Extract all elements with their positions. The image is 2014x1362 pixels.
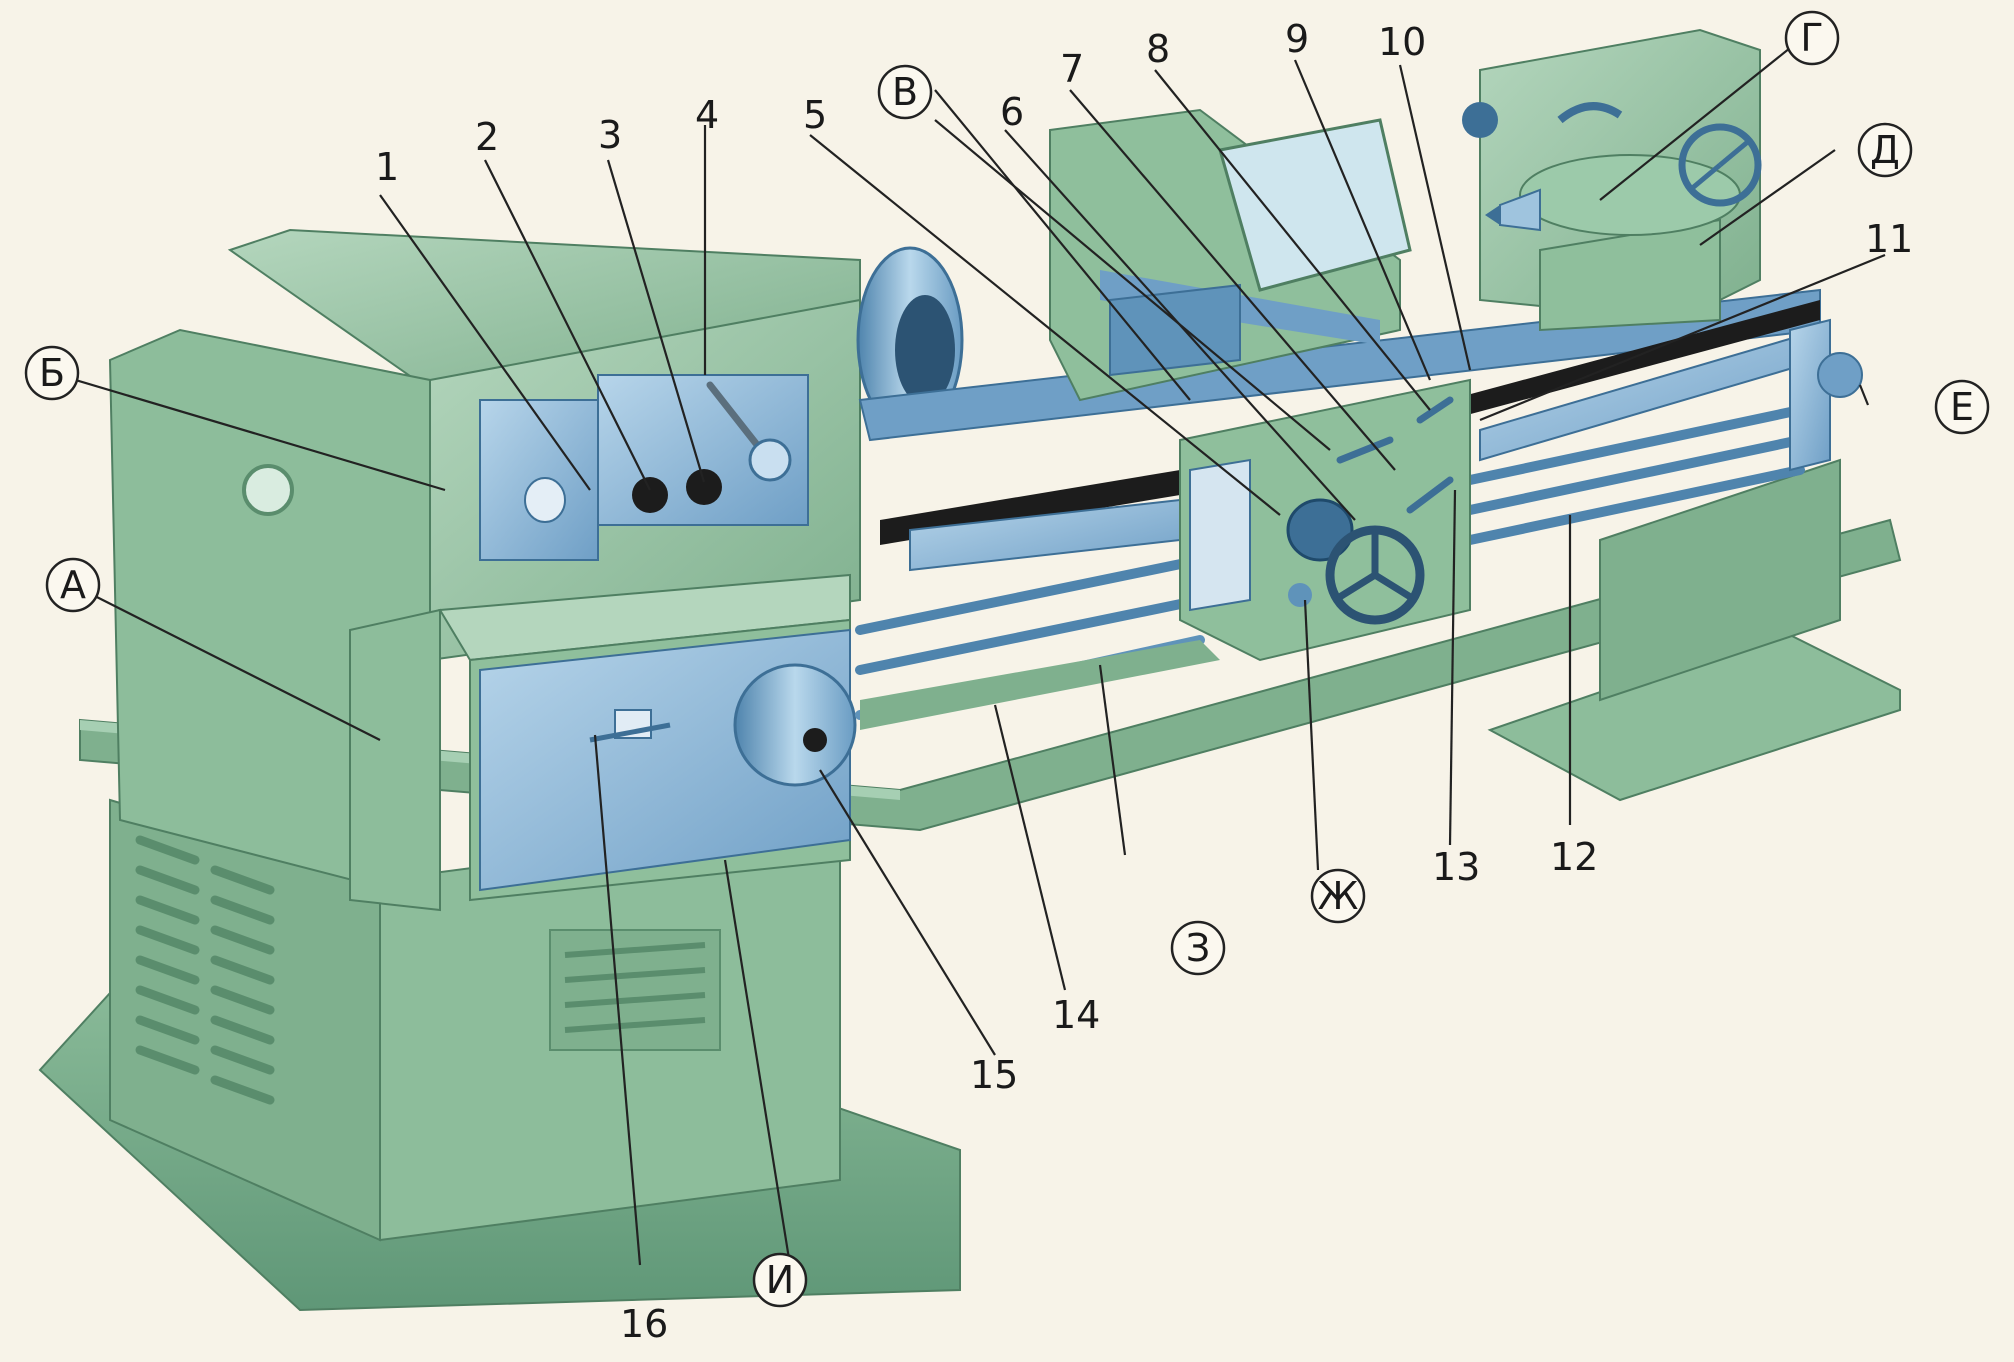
svg-text:И: И xyxy=(766,1258,794,1302)
carriage xyxy=(1049,108,1471,662)
lever-4-icon[interactable] xyxy=(706,381,769,459)
label-3: 3 xyxy=(598,113,622,157)
spindle-end-icon xyxy=(242,464,294,516)
lead-screw xyxy=(855,405,1805,675)
label-11: 11 xyxy=(1865,217,1913,261)
label-circle-G: Г xyxy=(1784,10,1840,66)
end-bracket xyxy=(1789,318,1863,472)
label-circle-I: И xyxy=(752,1252,808,1308)
label-circle-V: В xyxy=(877,64,933,120)
label-circle-A: А xyxy=(45,557,101,613)
label-circle-E: Е xyxy=(1934,379,1990,435)
label-15: 15 xyxy=(970,1053,1018,1097)
label-16: 16 xyxy=(620,1302,668,1346)
cabinet-vents xyxy=(135,835,275,1105)
label-7: 7 xyxy=(1060,47,1084,91)
label-12: 12 xyxy=(1550,835,1598,879)
knob-3-icon[interactable] xyxy=(686,469,722,505)
label-14: 14 xyxy=(1052,993,1100,1037)
lever-13-icon[interactable] xyxy=(1406,476,1454,514)
leader-lines xyxy=(51,39,1886,1266)
label-4: 4 xyxy=(695,93,719,137)
knob-2-icon[interactable] xyxy=(632,477,668,513)
label-5: 5 xyxy=(803,93,827,137)
feed-gearbox xyxy=(349,573,857,912)
svg-text:Е: Е xyxy=(1950,385,1974,429)
label-6: 6 xyxy=(1000,90,1024,134)
svg-text:Г: Г xyxy=(1800,16,1823,60)
letter-labels: А Б В Г Д Е Ж З xyxy=(24,10,1990,1308)
svg-text:А: А xyxy=(60,563,86,607)
label-circle-B: Б xyxy=(24,345,80,401)
tailstock-handwheel-icon[interactable] xyxy=(1678,123,1762,207)
right-pedestal xyxy=(1487,458,1901,802)
feed-selector-dial[interactable] xyxy=(733,663,857,787)
label-1: 1 xyxy=(375,145,399,189)
label-circle-Zh: Ж xyxy=(1310,868,1366,924)
svg-text:Д: Д xyxy=(1870,128,1900,172)
svg-text:В: В xyxy=(892,70,918,114)
guard-window xyxy=(1218,118,1412,292)
svg-text:З: З xyxy=(1186,926,1210,970)
label-circle-Z: З xyxy=(1170,920,1226,976)
svg-text:Ж: Ж xyxy=(1318,874,1359,918)
label-10: 10 xyxy=(1378,20,1426,64)
label-circle-D: Д xyxy=(1857,122,1913,178)
handwheel-icon[interactable] xyxy=(1325,525,1425,625)
label-9: 9 xyxy=(1285,17,1309,61)
label-2: 2 xyxy=(475,115,499,159)
label-13: 13 xyxy=(1432,845,1480,889)
label-8: 8 xyxy=(1146,27,1170,71)
lever-7-icon[interactable] xyxy=(1336,436,1394,464)
tailstock xyxy=(1462,28,1762,332)
svg-text:Б: Б xyxy=(39,351,65,395)
left-cabinet xyxy=(38,798,961,1312)
number-labels: 1 2 3 4 5 6 7 8 9 10 11 12 13 14 15 16 xyxy=(375,17,1913,1346)
